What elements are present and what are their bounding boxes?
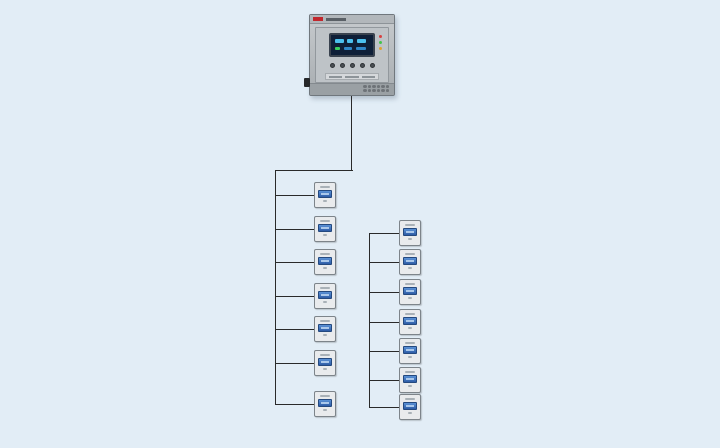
sensor-text-line <box>408 385 412 387</box>
sensor-text-line <box>405 253 415 255</box>
sensor-display-band <box>318 358 332 366</box>
sensor-text-line <box>408 238 412 240</box>
sensor-module <box>399 309 421 335</box>
sensor-display-band <box>403 402 417 410</box>
panel-button <box>339 63 345 68</box>
sensor-display-band <box>318 324 332 332</box>
sensor-text-line <box>408 297 412 299</box>
sensor-module <box>314 249 336 275</box>
wire-right-branch <box>370 233 399 234</box>
wire-right-branch <box>370 407 399 408</box>
sensor-module <box>314 391 336 417</box>
label-text-line <box>361 75 375 78</box>
controller-header <box>310 15 394 24</box>
sensor-module <box>399 220 421 246</box>
sensor-display-band <box>403 346 417 354</box>
sensor-text-line <box>408 267 412 269</box>
sensor-text-line <box>405 224 415 226</box>
wire-right-branch <box>370 292 399 293</box>
sensor-text-line <box>405 371 415 373</box>
sensor-module <box>314 283 336 309</box>
brand-logo-icon <box>313 17 323 21</box>
wire-main-horizontal <box>275 170 353 171</box>
sensor-text-line <box>323 409 327 411</box>
side-connector <box>304 78 310 87</box>
controller-base <box>310 83 394 95</box>
sensor-text-line <box>405 313 415 315</box>
sensor-display-band <box>318 257 332 265</box>
sensor-module <box>314 350 336 376</box>
wire-main-drop <box>351 96 352 171</box>
controller-front-panel <box>315 27 389 83</box>
controller-unit <box>304 14 395 96</box>
label-text-line <box>345 75 359 78</box>
sensor-display-band <box>318 224 332 232</box>
sensor-display-band <box>403 257 417 265</box>
sensor-module <box>399 279 421 305</box>
sensor-module <box>314 316 336 342</box>
wire-left-branch <box>276 296 314 297</box>
sensor-text-line <box>323 301 327 303</box>
sensor-module <box>314 216 336 242</box>
wire-right-branch <box>370 262 399 263</box>
sensor-display-band <box>403 287 417 295</box>
wire-left-branch <box>276 329 314 330</box>
sensor-module <box>399 249 421 275</box>
label-text-line <box>329 75 343 78</box>
sensor-display-band <box>403 317 417 325</box>
sensor-text-line <box>408 356 412 358</box>
sensor-text-line <box>408 327 412 329</box>
panel-button <box>359 63 365 68</box>
wire-left-branch <box>276 404 314 405</box>
sensor-module <box>314 182 336 208</box>
sensor-text-line <box>320 354 330 356</box>
sensor-text-line <box>323 200 327 202</box>
wire-right-branch <box>370 322 399 323</box>
status-led <box>379 47 382 50</box>
panel-label-strip <box>325 73 379 80</box>
status-led-group <box>379 35 382 50</box>
panel-button <box>349 63 355 68</box>
sensor-module <box>399 367 421 393</box>
brand-model-text <box>326 17 346 21</box>
wire-left-bus <box>275 170 276 405</box>
sensor-module <box>399 338 421 364</box>
panel-button <box>329 63 335 68</box>
status-led <box>379 35 382 38</box>
sensor-text-line <box>320 320 330 322</box>
panel-button <box>369 63 375 68</box>
status-led <box>379 41 382 44</box>
wire-left-branch <box>276 229 314 230</box>
controller-display <box>329 33 375 57</box>
wire-left-branch <box>276 195 314 196</box>
wire-right-branch <box>370 380 399 381</box>
sensor-text-line <box>323 267 327 269</box>
wire-left-branch <box>276 262 314 263</box>
speaker-grille-icon <box>363 85 389 92</box>
sensor-module <box>399 394 421 420</box>
sensor-display-band <box>318 291 332 299</box>
sensor-text-line <box>320 186 330 188</box>
sensor-text-line <box>320 395 330 397</box>
sensor-text-line <box>408 412 412 414</box>
sensor-text-line <box>320 220 330 222</box>
sensor-display-band <box>318 190 332 198</box>
wire-left-branch <box>276 363 314 364</box>
wire-right-bus <box>369 233 370 408</box>
control-button-row <box>326 63 378 68</box>
sensor-text-line <box>323 334 327 336</box>
sensor-display-band <box>403 228 417 236</box>
sensor-text-line <box>320 287 330 289</box>
sensor-text-line <box>320 253 330 255</box>
sensor-display-band <box>318 399 332 407</box>
sensor-text-line <box>405 398 415 400</box>
sensor-text-line <box>323 234 327 236</box>
sensor-text-line <box>323 368 327 370</box>
sensor-text-line <box>405 342 415 344</box>
sensor-display-band <box>403 375 417 383</box>
wire-right-branch <box>370 351 399 352</box>
sensor-text-line <box>405 283 415 285</box>
